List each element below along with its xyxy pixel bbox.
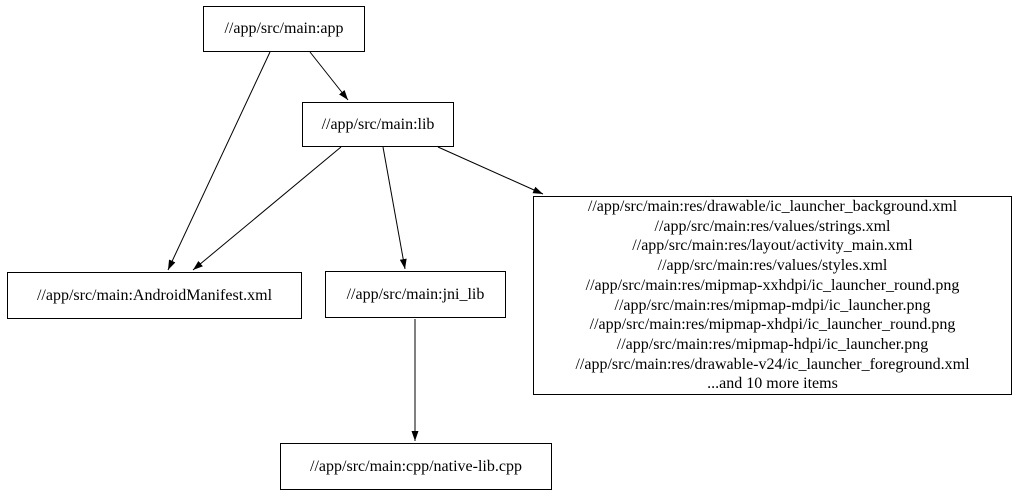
node-jni-lib-label: //app/src/main:jni_lib (346, 285, 485, 303)
res-group-line: //app/src/main:res/drawable/ic_launcher_… (587, 197, 958, 215)
graph-node-native-lib-cpp: //app/src/main:cpp/native-lib.cpp (280, 443, 552, 490)
res-group-line: //app/src/main:res/mipmap-xhdpi/ic_launc… (589, 316, 956, 334)
node-manifest-label: //app/src/main:AndroidManifest.xml (36, 286, 273, 304)
res-group-line: //app/src/main:res/mipmap-xxhdpi/ic_laun… (585, 276, 960, 294)
graph-node-res-group: //app/src/main:res/drawable/ic_launcher_… (533, 196, 1012, 395)
graph-node-lib: //app/src/main:lib (302, 102, 454, 147)
edge-app-to-lib (309, 51, 349, 101)
res-group-line: //app/src/main:res/drawable-v24/ic_launc… (575, 355, 970, 373)
res-group-line: //app/src/main:res/mipmap-mdpi/ic_launch… (614, 296, 931, 314)
edge-lib-to-jni-lib (382, 146, 407, 270)
res-group-line: //app/src/main:res/mipmap-hdpi/ic_launch… (616, 335, 929, 353)
graph-node-android-manifest: //app/src/main:AndroidManifest.xml (7, 272, 302, 319)
node-app-label: //app/src/main:app (224, 20, 344, 37)
edge-lib-to-res-group (437, 146, 544, 195)
res-group-line: //app/src/main:res/layout/activity_main.… (632, 237, 913, 255)
node-lib-label: //app/src/main:lib (321, 115, 435, 133)
graph-node-jni-lib: //app/src/main:jni_lib (325, 271, 506, 318)
edge-app-to-manifest (167, 51, 271, 271)
res-group-line: //app/src/main:res/values/strings.xml (654, 217, 891, 235)
graph-node-app: //app/src/main:app (203, 6, 365, 52)
res-group-more-items: ...and 10 more items (707, 375, 838, 393)
node-native-lib-label: //app/src/main:cpp/native-lib.cpp (310, 457, 522, 475)
edge-lib-to-manifest (192, 146, 342, 271)
res-group-line: //app/src/main:res/values/styles.xml (657, 257, 888, 275)
